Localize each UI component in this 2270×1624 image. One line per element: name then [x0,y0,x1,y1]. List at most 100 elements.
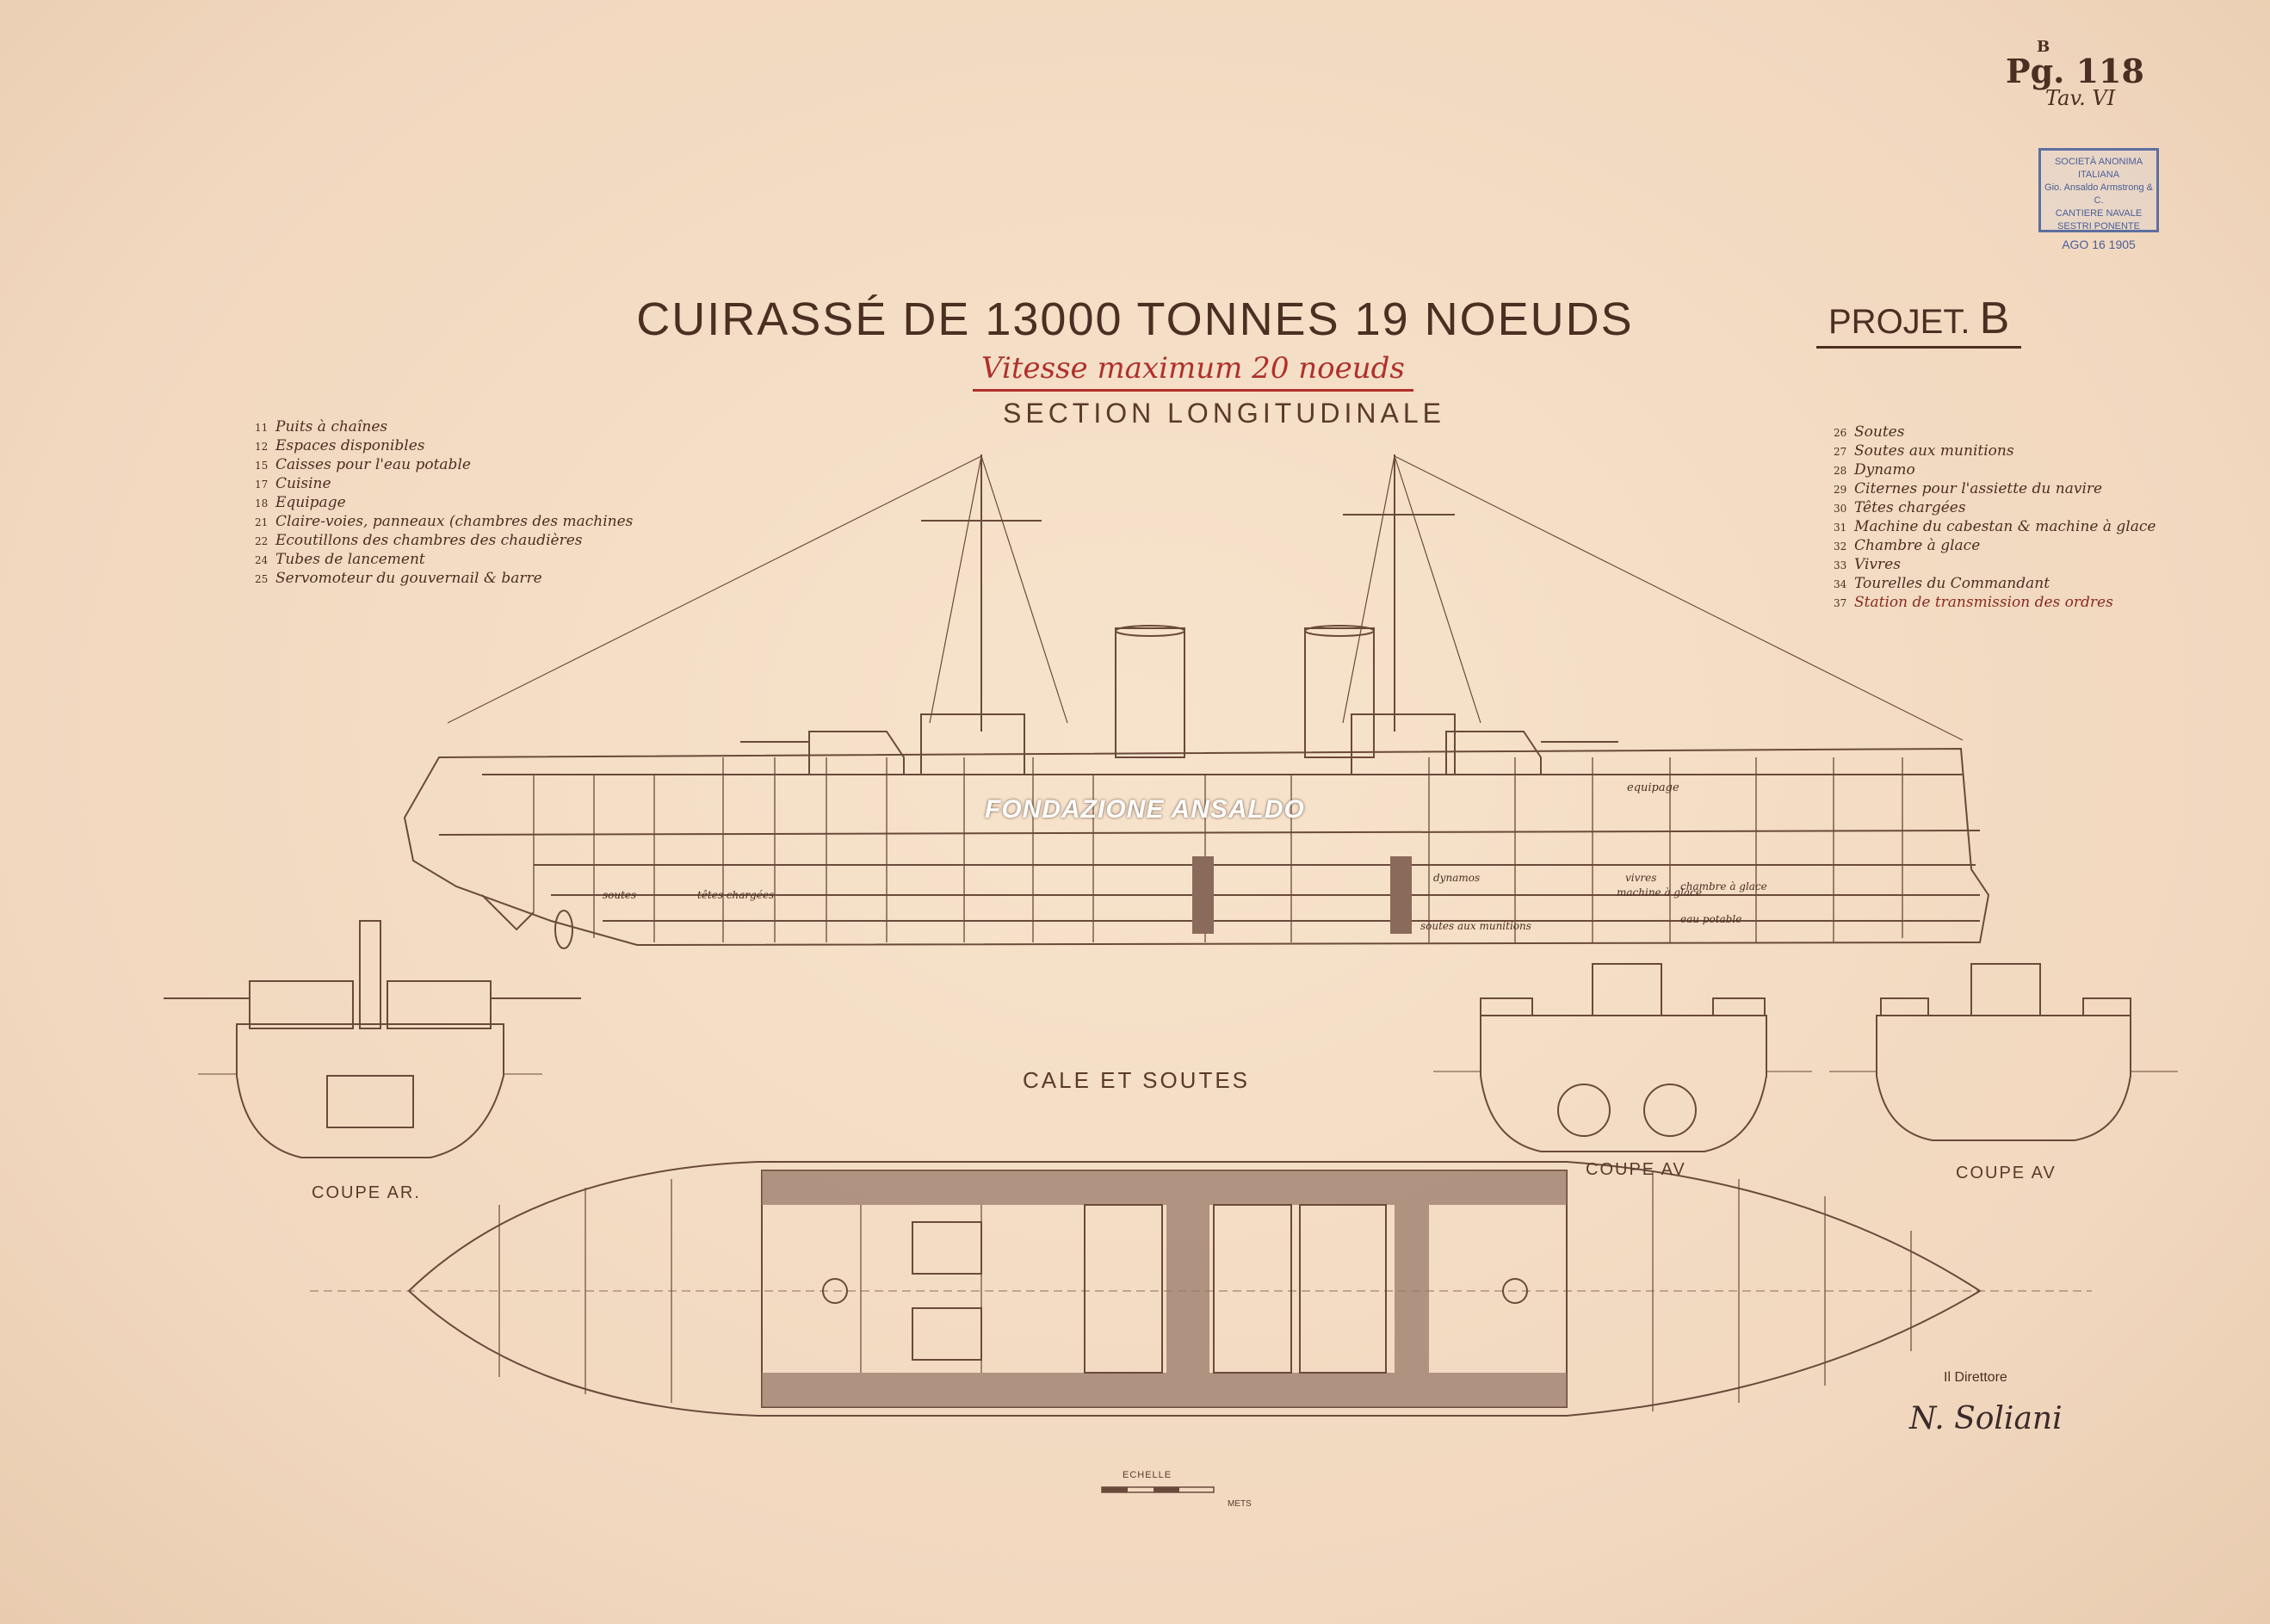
legend-text: Soutes aux munitions [1854,442,2014,460]
legend-number: 17 [255,479,269,491]
drawing-subtitle: Vitesse maximum 20 noeuds [973,351,1413,392]
stamp-line-2: Gio. Ansaldo Armstrong & C. [2044,182,2153,206]
projet-text: PROJET. [1828,303,1970,341]
legend-text: Vivres [1854,556,1901,573]
legend-number: 32 [1834,540,1847,553]
company-stamp: SOCIETÀ ANONIMA ITALIANA Gio. Ansaldo Ar… [2038,148,2159,251]
legend-number: 33 [1834,559,1847,571]
projet-label: PROJET. B [1816,293,2022,349]
director-signature: N. Soliani [1909,1401,2063,1436]
legend-number: 26 [1834,427,1847,439]
legend-number: 24 [255,554,269,566]
stamp-date: AGO 16 1905 [2062,238,2136,251]
legend-number: 34 [1834,578,1847,590]
legend-text: Machine du cabestan & machine à glace [1854,518,2156,535]
legend-item: 12 Espaces disponibles [255,437,633,456]
legend-number: 27 [1834,446,1847,458]
stamp-line-1: SOCIETÀ ANONIMA ITALIANA [2054,157,2143,180]
projet-letter: B [1979,293,2010,343]
legend-item: 31 Machine du cabestan & machine à glace [1834,518,2156,537]
legend-left: 11 Puits à chaînes 12 Espaces disponibles 15… [255,418,633,589]
legend-text: Station de transmission des ordres [1854,594,2113,611]
legend-number: 29 [1834,484,1847,496]
legend-text: Tourelles du Commandant [1854,575,2050,592]
stamp-line-3: CANTIERE NAVALE [2055,208,2143,219]
legend-text: Claire-voies, panneaux (chambres des mac… [275,513,634,530]
coupe-ar-section [164,920,581,1158]
legend-item: 28 Dynamo [1834,461,2156,480]
legend-number: 28 [1834,465,1847,477]
fore-funnel [1115,627,1185,758]
hull-label-soutes: soutes [603,889,637,901]
hull-label-tetes-chargees: têtes chargées [697,889,775,901]
legend-item: 18 Equipage [255,494,633,513]
hull-label-vivres: vivres [1625,872,1657,884]
watermark: FONDAZIONE ANSALDO [985,795,1305,824]
hull-label-chambre-glace: chambre à glace [1680,880,1767,892]
stamp-line-4: SESTRI PONENTE [2057,221,2140,232]
legend-item: 11 Puits à chaînes [255,418,633,437]
scale-label: ECHELLE [1123,1470,1172,1480]
legend-text: Puits à chaînes [275,418,388,435]
hull-label-eau-potable: eau potable [1680,913,1742,925]
legend-item: 34 Tourelles du Commandant [1834,575,2156,594]
hull-label-equipage: equipage [1627,781,1679,794]
section-label: SECTION LONGITUDINALE [1003,398,1445,429]
hull-label-dynamos: dynamos [1433,872,1481,884]
coal-bunker [1390,856,1412,934]
coupe-av-section-1 [1433,963,1812,1152]
legend-item: 26 Soutes [1834,423,2156,442]
legend-text: Têtes chargées [1854,499,1966,516]
legend-number: 25 [255,573,269,585]
coupe-av-section-2 [1829,963,2178,1141]
legend-item: 24 Tubes de lancement [255,551,633,570]
coupe-ar-label: COUPE AR. [312,1183,421,1202]
coupe-av-label-2: COUPE AV [1956,1164,2057,1182]
aft-funnel [1304,627,1375,758]
legend-item: 27 Soutes aux munitions [1834,442,2156,461]
legend-text: Servomoteur du gouvernail & barre [275,570,542,587]
scale-unit: METS [1228,1499,1252,1509]
hull-label-soutes-munitions: soutes aux munitions [1420,920,1531,932]
legend-text: Citernes pour l'assiette du navire [1854,480,2103,497]
table-number: Tav. VI [2045,86,2116,110]
code-prefix: B [2037,38,2050,56]
legend-item: 33 Vivres [1834,556,2156,575]
legend-item: 22 Ecoutillons des chambres des chaudière… [255,532,633,551]
drawing-title: CUIRASSÉ DE 13000 TONNES 19 NOEUDS [636,293,1634,345]
coal-bunker [1192,856,1214,934]
legend-text: Equipage [275,494,346,511]
scale-bar [1101,1486,1215,1493]
legend-text: Dynamo [1854,461,1915,479]
legend-text: Espaces disponibles [275,437,425,454]
hull-label-machine-glace: machine à glace [1617,886,1702,898]
legend-number: 11 [255,422,269,434]
legend-text: Chambre à glace [1854,537,1981,554]
legend-text: Soutes [1854,423,1905,441]
legend-number: 22 [255,535,269,547]
legend-item: 17 Cuisine [255,475,633,494]
legend-text: Tubes de lancement [275,551,425,568]
legend-item: 29 Citernes pour l'assiette du navire [1834,480,2156,499]
legend-text: Ecoutillons des chambres des chaudières [275,532,583,549]
legend-number: 15 [255,460,269,472]
cale-soutes-label: CALE ET SOUTES [1023,1067,1251,1093]
legend-number: 18 [255,497,269,509]
legend-item: 32 Chambre à glace [1834,537,2156,556]
coupe-av-label-1: COUPE AV [1586,1160,1686,1179]
director-role: Il Direttore [1944,1370,2007,1385]
legend-text: Cuisine [275,475,331,492]
hull-outline [403,747,1990,947]
legend-item: 25 Servomoteur du gouvernail & barre [255,570,633,589]
legend-number: 31 [1834,522,1847,534]
hold-plan [310,1161,2092,1417]
legend-number: 12 [255,441,269,453]
sheet-code: Pg. 118 [2006,52,2144,90]
